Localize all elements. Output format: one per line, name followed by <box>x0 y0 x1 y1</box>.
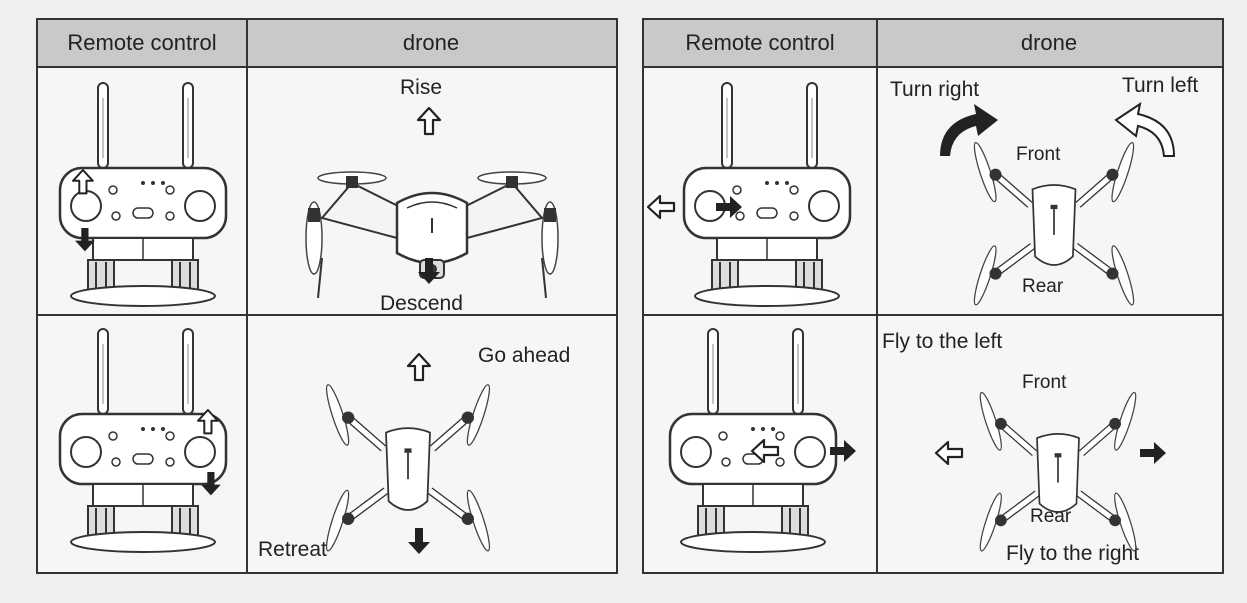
left-row1-drone-cell: Rise Descend <box>248 70 616 314</box>
descend-label: Descend <box>380 292 463 314</box>
right-header-remote-label: Remote control <box>685 30 835 55</box>
turn-left-label: Turn left <box>1122 74 1199 97</box>
left-header-drone-label: drone <box>402 30 460 55</box>
right-column-divider <box>876 20 878 572</box>
right-row1-drone-cell: Turn right Turn left Front Rear <box>878 70 1222 314</box>
rise-label: Rise <box>400 76 443 99</box>
fly-right-label: Fly to the right <box>1006 542 1140 565</box>
left-control-table: Remote control drone Rise Descend Go ahe… <box>36 18 618 574</box>
front-label: Front <box>1022 372 1067 393</box>
turn-left-curved-arrow-icon <box>1114 101 1176 157</box>
drone-rotate-illustration <box>940 101 1176 314</box>
right-row2-drone-cell: Fly to the left Fly to the right Front R… <box>878 316 1222 572</box>
left-column-divider <box>246 20 248 572</box>
retreat-arrow-icon <box>408 528 430 554</box>
right-header-drone: drone <box>876 20 1222 68</box>
turn-right-curved-arrow-icon <box>940 104 998 156</box>
left-header-remote-label: Remote control <box>67 30 217 55</box>
left-row2-remote-cell <box>38 316 246 572</box>
rear-label: Rear <box>1022 276 1064 297</box>
retreat-label: Retreat <box>258 538 327 561</box>
go-ahead-arrow-icon <box>406 352 432 382</box>
drone-top-illustration <box>248 352 616 572</box>
right-row2-remote-cell <box>644 316 876 572</box>
left-header-remote: Remote control <box>38 20 246 68</box>
remote-controller-illustration <box>58 327 228 554</box>
rise-arrow-icon <box>416 106 442 136</box>
remote-controller-illustration <box>58 81 228 308</box>
drone-side-illustration <box>304 106 560 300</box>
drone-strafe-illustration <box>934 316 1166 572</box>
fly-left-label: Fly to the left <box>882 330 1003 353</box>
fly-left-arrow-icon <box>934 440 964 466</box>
right-header-remote: Remote control <box>644 20 876 68</box>
left-stick-left-arrow-icon <box>646 194 676 220</box>
remote-controller-illustration <box>646 81 852 308</box>
left-header-drone: drone <box>246 20 616 68</box>
fly-right-arrow-icon <box>1140 442 1166 464</box>
front-label: Front <box>1016 144 1061 165</box>
go-ahead-label: Go ahead <box>478 344 571 367</box>
remote-controller-illustration <box>668 327 856 554</box>
right-header-drone-label: drone <box>1020 30 1078 55</box>
left-row2-drone-cell: Go ahead Retreat <box>248 316 616 572</box>
left-row1-remote-cell <box>38 70 246 314</box>
left-row-divider <box>38 314 616 316</box>
right-row1-remote-cell <box>644 70 876 314</box>
right-control-table: Remote control drone Turn right Turn lef… <box>642 18 1224 574</box>
right-row-divider <box>644 314 1222 316</box>
turn-right-label: Turn right <box>890 78 980 101</box>
